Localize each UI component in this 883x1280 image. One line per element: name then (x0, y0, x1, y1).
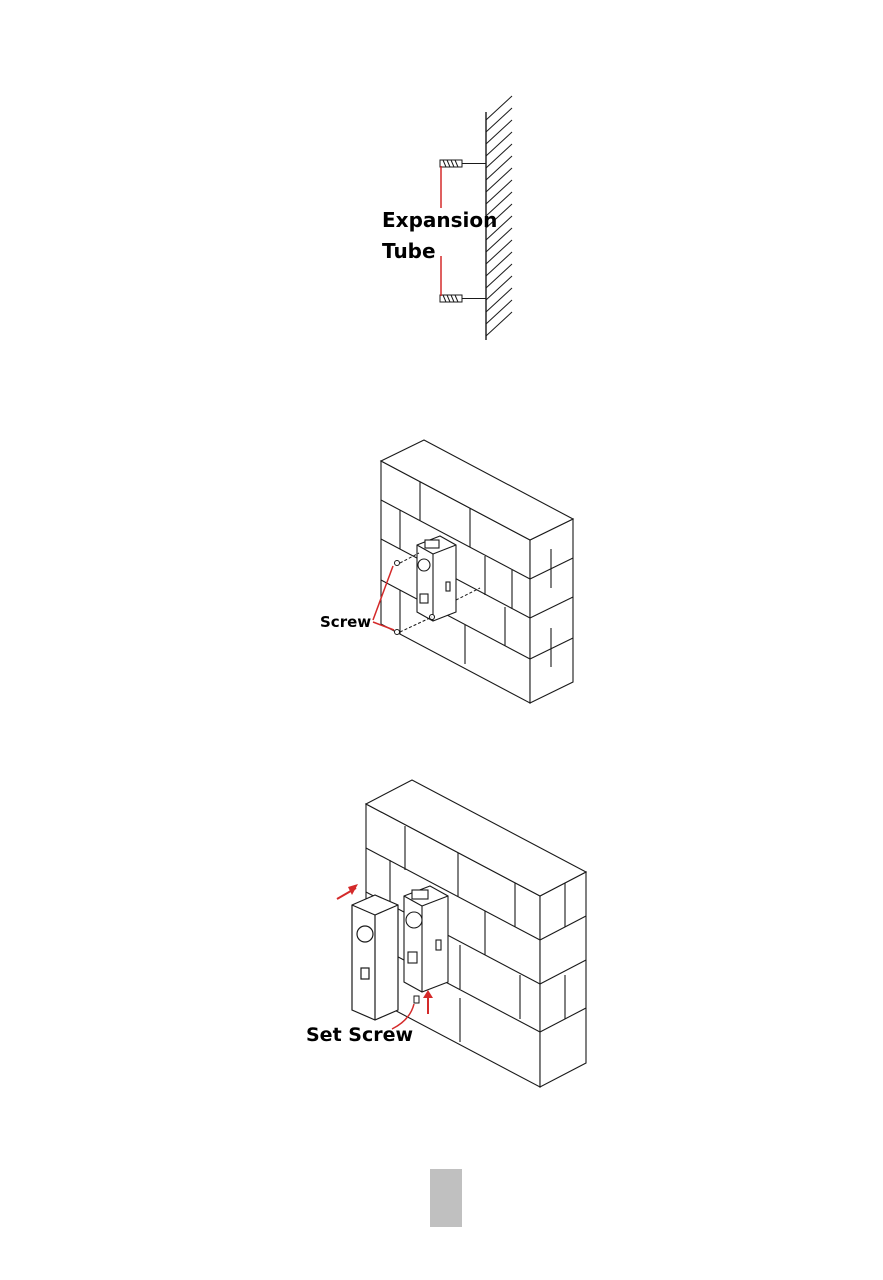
set-screw-label: Set Screw (306, 1026, 413, 1045)
arrow-cover-direction (337, 884, 358, 899)
front-cover (352, 895, 398, 1020)
page-number-tab (430, 1169, 462, 1227)
expansion-tube-lower (440, 295, 486, 302)
expansion-tube-label-line2: Tube (382, 241, 436, 261)
screw-label: Screw (320, 615, 371, 630)
brick-wall-diagram-1 (381, 440, 573, 703)
set-screw (414, 996, 419, 1003)
mounted-plate (404, 886, 448, 992)
expansion-tube-label-line1: Expansion (382, 210, 497, 230)
expansion-tube-upper (440, 160, 486, 167)
mounting-plate (417, 536, 456, 621)
